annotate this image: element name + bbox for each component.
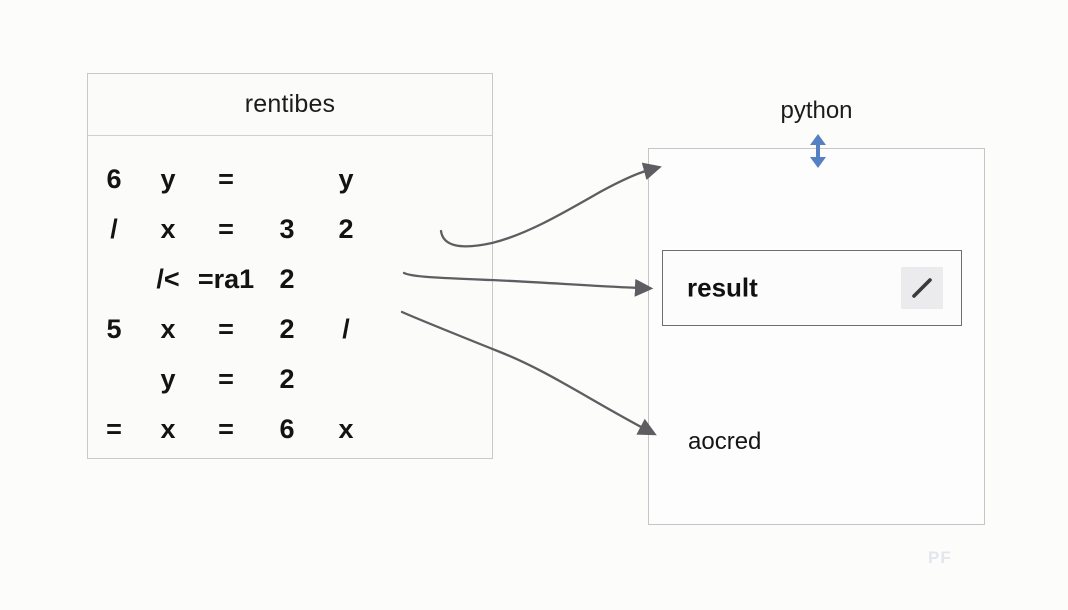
python-panel-label: python xyxy=(780,97,853,124)
code-line: / x = 3 2 xyxy=(88,204,492,254)
code-token: = xyxy=(218,213,234,244)
code-token: 2 xyxy=(279,363,295,394)
code-token: / xyxy=(110,213,118,244)
code-token: 2 xyxy=(279,263,295,294)
code-token: y xyxy=(338,163,354,194)
watermark: PF xyxy=(928,548,952,567)
code-panel[interactable]: rentibes 6 y = y / x = 3 2 /< =ra1 2 xyxy=(87,73,493,459)
code-token: x xyxy=(160,413,176,444)
code-line: 6 y = y xyxy=(88,154,492,204)
code-token: 6 xyxy=(106,163,122,194)
result-box[interactable]: result xyxy=(662,250,962,326)
code-token: 3 xyxy=(279,213,295,244)
code-token: =ra1 xyxy=(197,263,255,294)
code-token: 2 xyxy=(279,313,295,344)
code-token: y xyxy=(160,363,176,394)
code-line: 5 x = 2 / xyxy=(88,304,492,354)
code-token: = xyxy=(106,413,122,444)
code-token: = xyxy=(218,413,234,444)
code-token: x xyxy=(160,213,176,244)
code-token: = xyxy=(218,313,234,344)
result-label: result xyxy=(687,272,758,303)
code-token: 5 xyxy=(106,313,122,344)
code-token: 2 xyxy=(338,213,354,244)
code-panel-header: rentibes xyxy=(88,74,492,136)
code-token: x xyxy=(160,313,176,344)
code-token: y xyxy=(160,163,176,194)
python-panel[interactable]: aocred xyxy=(648,148,985,525)
code-token: x xyxy=(338,413,354,444)
code-token: /< xyxy=(156,263,180,294)
code-line: /< =ra1 2 xyxy=(88,254,492,304)
code-line: = x = 6 x xyxy=(88,404,492,454)
python-output-label: aocred xyxy=(688,428,762,455)
code-token: = xyxy=(218,163,234,194)
code-panel-title: rentibes xyxy=(244,90,336,118)
code-line: y = 2 xyxy=(88,354,492,404)
code-token: / xyxy=(342,313,350,344)
code-token: = xyxy=(218,363,234,394)
code-line-list: 6 y = y / x = 3 2 /< =ra1 2 5 xyxy=(88,136,492,458)
double-arrow-vertical-icon[interactable] xyxy=(806,133,830,169)
pencil-slash-icon[interactable] xyxy=(901,267,943,309)
code-token: 6 xyxy=(279,413,295,444)
